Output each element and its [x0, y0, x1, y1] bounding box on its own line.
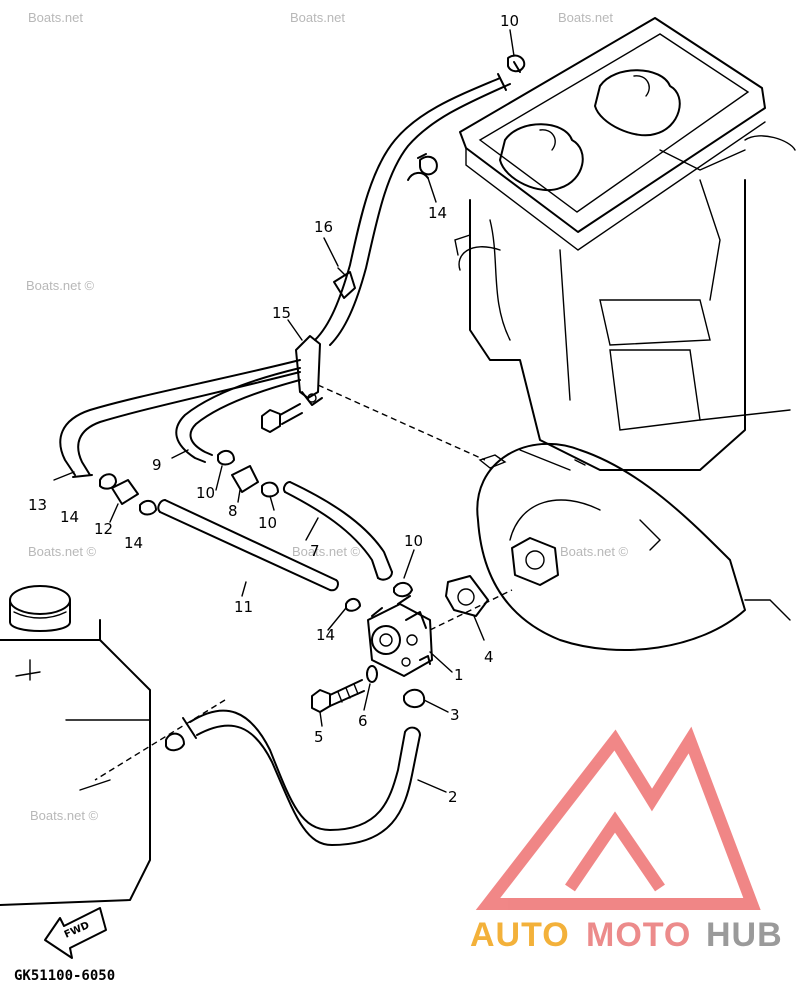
callout-numbers: 10 14 16 15 9 13 14 12 14 10 8 10 7 11 1… — [28, 12, 519, 806]
callout-label: 3 — [450, 706, 460, 724]
clamps — [99, 54, 526, 752]
fwd-arrow: FWD — [44, 907, 107, 959]
callout-label: 14 — [60, 508, 79, 526]
oil-pump — [367, 595, 433, 677]
watermark: Boats.net © — [28, 544, 97, 559]
callout-label: 14 — [124, 534, 143, 552]
callout-label: 5 — [314, 728, 324, 746]
callout-label: 14 — [316, 626, 335, 644]
logo-text-moto: MOTO — [586, 916, 691, 954]
callout-label: 9 — [152, 456, 162, 474]
callout-label: 10 — [404, 532, 423, 550]
watermark: Boats.net © — [292, 544, 361, 559]
callout-label: 12 — [94, 520, 113, 538]
watermark: Boats.net © — [30, 808, 99, 823]
callout-label: 10 — [196, 484, 215, 502]
watermark: Boats.net — [290, 10, 345, 25]
watermark: Boats.net — [28, 10, 83, 25]
callout-label: 10 — [258, 514, 277, 532]
oil-tank — [0, 585, 151, 906]
leader-lines — [94, 384, 513, 781]
callout-label: 14 — [428, 204, 447, 222]
watermark: Boats.net © — [26, 278, 95, 293]
logo-text-auto: AUTO — [470, 916, 570, 954]
callout-label: 15 — [272, 304, 291, 322]
callout-label: 11 — [234, 598, 253, 616]
callout-label: 16 — [314, 218, 333, 236]
part-code: GK51100-6050 — [14, 968, 115, 984]
fwd-label: FWD — [63, 920, 91, 941]
autmotohub-logo-mark — [475, 726, 761, 910]
callout-label: 4 — [484, 648, 494, 666]
callout-label: 7 — [310, 542, 320, 560]
bolt-washer-clamp — [311, 665, 426, 713]
hoses — [59, 73, 511, 846]
callout-leaders — [53, 29, 515, 793]
callout-label: 1 — [454, 666, 464, 684]
callout-label: 2 — [448, 788, 458, 806]
watermark: Boats.net — [558, 10, 613, 25]
engine-block — [454, 17, 796, 651]
logo-text-hub: HUB — [706, 916, 783, 954]
callout-label: 6 — [358, 712, 368, 730]
autmotohub-logo-text: AUTO MOTO HUB — [470, 916, 783, 954]
callout-label: 10 — [500, 12, 519, 30]
callout-label: 8 — [228, 502, 238, 520]
callout-label: 13 — [28, 496, 47, 514]
watermark: Boats.net © — [560, 544, 629, 559]
